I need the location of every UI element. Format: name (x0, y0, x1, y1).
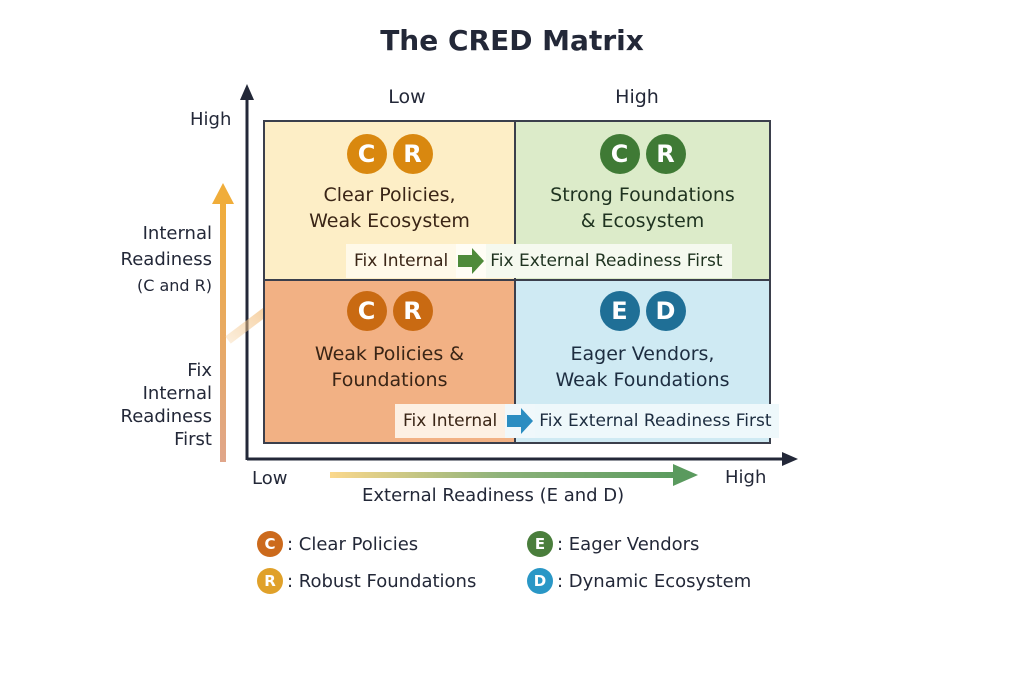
fix-internal-line: First (174, 429, 212, 450)
fix-external-label: Fix External Readiness First (535, 404, 780, 438)
quadrant-badges: C R (265, 291, 514, 331)
legend-badge: D (527, 568, 553, 594)
legend-badge: E (527, 531, 553, 557)
internal-readiness-arrowhead (212, 183, 234, 204)
badge-c: C (599, 134, 640, 174)
quadrant-label: Weak Policies & Foundations (265, 341, 514, 393)
badge-r: R (392, 291, 433, 331)
y-axis-title: Internal Readiness (C and R) (100, 221, 212, 299)
external-readiness-arrowhead (673, 464, 698, 486)
fix-internal-line: Readiness (120, 406, 212, 427)
legend-badge: R (257, 568, 283, 594)
y-axis-high-label: High (190, 109, 232, 130)
legend-text: : Clear Policies (287, 533, 419, 555)
column-header-low: Low (388, 86, 426, 108)
y-axis-title-line: (C and R) (136, 276, 212, 295)
quadrant-label-line: Weak Policies & (314, 343, 465, 365)
quadrant-badges: E D (516, 291, 769, 331)
internal-readiness-arrow-shaft (220, 200, 226, 462)
fix-bar-bottom: Fix Internal Fix External Readiness Firs… (395, 404, 780, 438)
quadrant-label: Clear Policies, Weak Ecosystem (265, 182, 514, 234)
fix-internal-first-label: Fix Internal Readiness First (90, 359, 212, 451)
quadrant-badges: C R (516, 134, 769, 174)
badge-d: D (645, 291, 686, 331)
quadrant-label-line: Strong Foundations (550, 184, 735, 206)
green-arrow-icon (456, 244, 487, 278)
quadrant-label-line: & Ecosystem (580, 210, 705, 232)
badge-e: E (599, 291, 640, 331)
blue-arrow-icon (505, 404, 536, 438)
badge-c: C (346, 134, 387, 174)
badge-r: R (392, 134, 433, 174)
legend-item-r: R : Robust Foundations (257, 568, 476, 594)
x-axis-arrowhead (782, 452, 798, 466)
legend-text: : Robust Foundations (287, 570, 477, 592)
column-header-high: High (615, 86, 659, 108)
quadrant-label-line: Weak Foundations (555, 369, 730, 391)
fix-internal-label: Fix Internal (395, 404, 506, 438)
fix-bar-top: Fix Internal Fix External Readiness Firs… (346, 244, 733, 278)
fix-internal-line: Fix (187, 360, 212, 381)
quadrant-label-line: Weak Ecosystem (309, 210, 470, 232)
y-axis-title-line: Internal (142, 223, 212, 244)
fix-internal-label: Fix Internal (346, 244, 457, 278)
legend-text: : Eager Vendors (557, 533, 700, 555)
legend-text: : Dynamic Ecosystem (557, 570, 752, 592)
quadrant-badges: C R (265, 134, 514, 174)
fix-external-label: Fix External Readiness First (486, 244, 733, 278)
y-axis-arrowhead (240, 84, 254, 100)
quadrant-label-line: Clear Policies, (323, 184, 456, 206)
legend-badge: C (257, 531, 283, 557)
quadrant-label: Strong Foundations & Ecosystem (516, 182, 769, 234)
y-axis-title-line: Readiness (120, 249, 212, 270)
external-readiness-arrow-shaft (330, 472, 675, 478)
x-axis-low-label: Low (252, 468, 288, 489)
badge-r: R (645, 134, 686, 174)
badge-c: C (346, 291, 387, 331)
page-title: The CRED Matrix (380, 24, 644, 57)
x-axis-high-label: High (725, 467, 767, 488)
legend-item-e: E : Eager Vendors (527, 531, 699, 557)
x-axis-title: External Readiness (E and D) (362, 485, 625, 506)
quadrant-label-line: Eager Vendors, (570, 343, 715, 365)
quadrant-label-line: Foundations (331, 369, 448, 391)
quadrant-label: Eager Vendors, Weak Foundations (516, 341, 769, 393)
legend-item-c: C : Clear Policies (257, 531, 418, 557)
legend-item-d: D : Dynamic Ecosystem (527, 568, 751, 594)
fix-internal-line: Internal (142, 383, 212, 404)
